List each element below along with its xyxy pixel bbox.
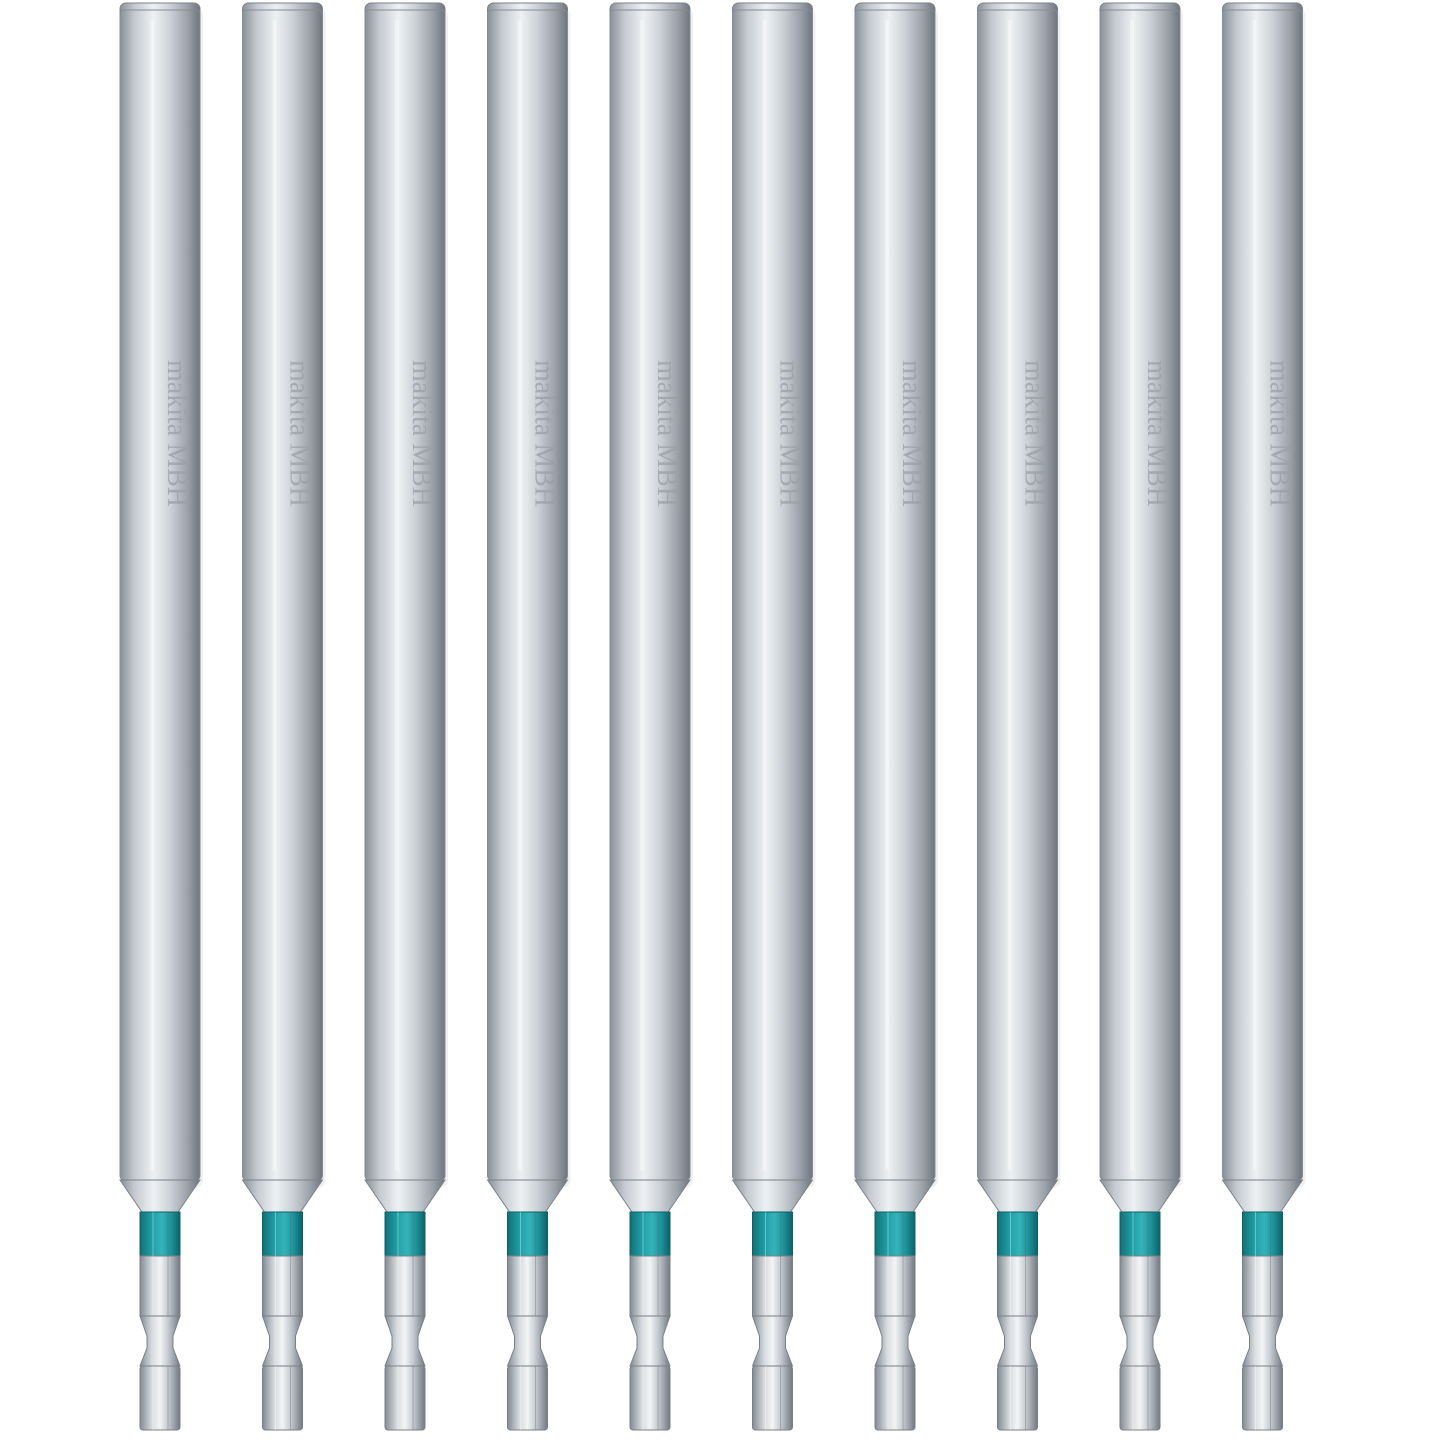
bit-hex-shank — [1242, 1255, 1283, 1317]
bit-holder: makita MBH — [486, 2, 571, 1431]
bit-hex-tip — [874, 1365, 916, 1431]
bit-neck — [486, 1179, 569, 1213]
bit-groove — [1241, 1315, 1284, 1367]
bit-color-band — [139, 1211, 181, 1257]
bit-sleeve-highlight — [395, 20, 399, 1170]
bit-groove — [1119, 1315, 1161, 1367]
bit-engraving: makita MBH — [1264, 360, 1295, 507]
bit-neck — [1099, 1179, 1181, 1213]
bit-hex-tip — [752, 1365, 793, 1431]
bit-groove — [629, 1315, 671, 1367]
bit-hex-shank — [1119, 1255, 1161, 1317]
bit-sleeve — [1099, 9, 1181, 1181]
bit-holder: makita MBH — [1099, 2, 1183, 1431]
bit-neck — [854, 1179, 936, 1213]
bit-sleeve-highlight — [640, 20, 644, 1170]
bit-sleeve — [1222, 9, 1303, 1181]
bit-sleeve-highlight — [1252, 20, 1257, 1170]
bit-sleeve — [977, 9, 1058, 1181]
bit-sleeve — [732, 9, 813, 1181]
bit-sleeve-highlight — [150, 20, 154, 1170]
bit-color-band — [1119, 1211, 1161, 1257]
bit-hex-tip — [139, 1365, 181, 1431]
bit-groove — [261, 1315, 304, 1367]
bit-engraving: makita MBH — [529, 360, 560, 507]
bit-neck — [241, 1179, 324, 1213]
bit-color-band — [507, 1211, 548, 1257]
bit-engraving: makita MBH — [896, 360, 927, 507]
bit-sleeve-highlight — [1130, 20, 1134, 1170]
bit-groove — [996, 1315, 1039, 1367]
bit-neck — [731, 1179, 814, 1213]
bit-color-band — [752, 1211, 793, 1257]
bit-hex-shank — [384, 1255, 426, 1317]
bit-neck — [364, 1179, 446, 1213]
bit-neck — [1221, 1179, 1304, 1213]
bit-engraving: makita MBH — [1019, 360, 1050, 507]
bit-hex-tip — [1242, 1365, 1283, 1431]
bit-color-band — [262, 1211, 303, 1257]
bit-neck — [119, 1179, 201, 1213]
bit-holder: makita MBH — [609, 2, 693, 1431]
bit-hex-tip — [507, 1365, 548, 1431]
bit-holder: makita MBH — [976, 2, 1061, 1431]
bit-sleeve — [854, 9, 936, 1181]
bit-color-band — [629, 1211, 671, 1257]
bit-hex-shank — [139, 1255, 181, 1317]
bit-groove — [751, 1315, 794, 1367]
bit-color-band — [1242, 1211, 1283, 1257]
bit-sleeve-highlight — [1007, 20, 1012, 1170]
bit-color-band — [997, 1211, 1038, 1257]
bit-sleeve — [609, 9, 691, 1181]
bit-holder: makita MBH — [241, 2, 326, 1431]
bit-sleeve-highlight — [517, 20, 522, 1170]
bit-engraving: makita MBH — [284, 360, 315, 507]
bit-holder: makita MBH — [364, 2, 448, 1431]
bit-sleeve — [364, 9, 446, 1181]
bit-sleeve-highlight — [885, 20, 889, 1170]
bit-hex-shank — [752, 1255, 793, 1317]
bit-sleeve — [242, 9, 323, 1181]
bit-holder: makita MBH — [119, 2, 203, 1431]
bit-sleeve-highlight — [272, 20, 277, 1170]
bit-hex-tip — [1119, 1365, 1161, 1431]
bit-neck — [609, 1179, 691, 1213]
bit-engraving: makita MBH — [651, 360, 682, 507]
bit-hex-shank — [874, 1255, 916, 1317]
bit-color-band — [874, 1211, 916, 1257]
bit-hex-shank — [262, 1255, 303, 1317]
bit-groove — [384, 1315, 426, 1367]
bit-engraving: makita MBH — [774, 360, 805, 507]
bit-hex-tip — [262, 1365, 303, 1431]
bit-holder: makita MBH — [854, 2, 938, 1431]
bit-sleeve — [119, 9, 201, 1181]
bit-hex-shank — [997, 1255, 1038, 1317]
bit-hex-shank — [507, 1255, 548, 1317]
bit-sleeve-highlight — [762, 20, 767, 1170]
bit-neck — [976, 1179, 1059, 1213]
bit-groove — [139, 1315, 181, 1367]
bit-holder: makita MBH — [1221, 2, 1306, 1431]
bit-groove — [874, 1315, 916, 1367]
bit-sleeve — [487, 9, 568, 1181]
bit-holder: makita MBH — [731, 2, 816, 1431]
bit-color-band — [384, 1211, 426, 1257]
bit-hex-tip — [997, 1365, 1038, 1431]
bit-hex-shank — [629, 1255, 671, 1317]
bit-engraving: makita MBH — [161, 360, 192, 507]
bit-engraving: makita MBH — [406, 360, 437, 507]
bit-groove — [506, 1315, 549, 1367]
bit-hex-tip — [384, 1365, 426, 1431]
bit-engraving: makita MBH — [1141, 360, 1172, 507]
bit-hex-tip — [629, 1365, 671, 1431]
